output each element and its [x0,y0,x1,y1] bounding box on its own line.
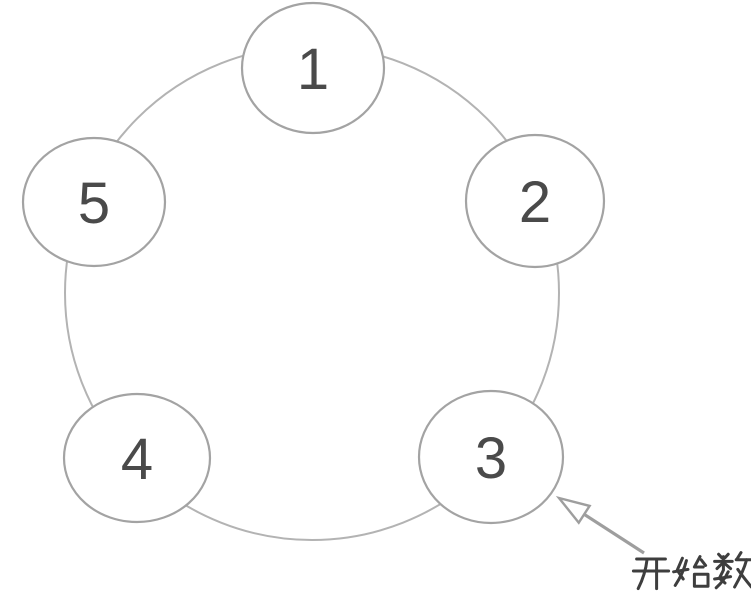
node-number-4: 4 [121,427,153,492]
glyph-stroke [636,558,649,591]
glyph-stroke [722,561,733,571]
glyph-stroke [692,572,710,588]
glyph-stroke [692,555,705,569]
start-count-label-char-3 [713,551,751,590]
glyph-stroke [714,570,730,590]
start-arrow-head [555,495,592,525]
start-count-label [631,551,751,591]
node-4: 4 [62,392,212,524]
node-circle-1 [240,1,386,135]
glyph-stroke [723,552,730,560]
glyph-stroke [736,567,751,589]
start-count-label-char-1 [631,557,671,591]
glyph-stroke [699,558,708,567]
node-number-1: 1 [297,37,329,102]
start-count-label-char-2 [672,555,710,588]
node-circle-4 [62,392,212,524]
start-arrow [555,495,645,555]
node-5: 5 [21,136,167,268]
node-3: 3 [417,389,565,525]
node-circle-2 [464,133,606,269]
glyph-stroke [733,558,749,589]
node-circle-5 [21,136,167,268]
node-number-5: 5 [78,171,110,236]
node-1: 1 [240,1,386,135]
node-circle-3 [417,389,565,525]
glyph-stroke [673,559,688,587]
glyph-stroke [717,552,724,560]
glyph-stroke [713,575,733,581]
node-number-3: 3 [475,426,507,491]
glyph-stroke [735,551,743,561]
start-arrow-shaft [580,511,645,555]
node-number-2: 2 [519,170,551,235]
node-2: 2 [464,133,606,269]
glyph-stroke [715,561,725,571]
glyph-stroke [672,567,690,574]
